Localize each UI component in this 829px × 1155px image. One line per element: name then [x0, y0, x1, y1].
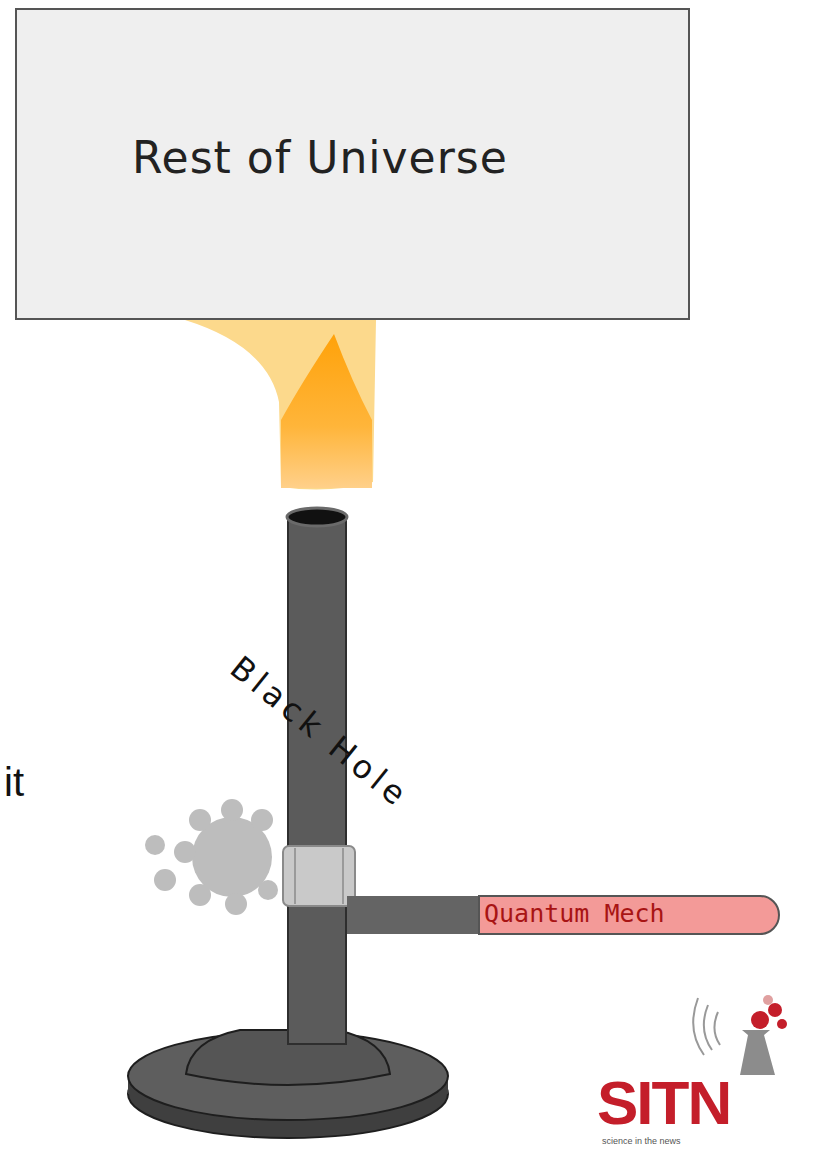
collar-ridge — [294, 848, 296, 904]
logo-tagline: science in the news — [602, 1137, 681, 1146]
collar-ridge — [342, 848, 344, 904]
logo-bubble — [751, 1011, 769, 1029]
node-text: Rest of Universe — [132, 136, 508, 180]
gear-tooth — [154, 869, 176, 891]
logo-bubble — [763, 995, 773, 1005]
logo-signal-arc — [693, 998, 704, 1055]
side-arm-tube — [347, 896, 478, 934]
logo-bubble — [768, 1003, 782, 1017]
burner-barrel: Black Hole — [287, 515, 347, 1045]
node-text: Quantum Mech — [484, 901, 665, 926]
logo-bubble — [777, 1019, 787, 1029]
logo-wordmark: SITN — [597, 1072, 730, 1134]
valve-collar — [283, 846, 355, 906]
gear-tooth — [251, 809, 273, 831]
gear-tooth — [221, 799, 243, 821]
logo-signal-arc — [704, 1005, 712, 1050]
gear-tooth — [189, 809, 211, 831]
sitn-logo-icon — [693, 995, 787, 1075]
universe-box: Rest of Universe — [15, 8, 690, 320]
gas-hose: Quantum Mech — [478, 895, 780, 935]
barrel-opening — [287, 508, 347, 526]
gear-tooth — [258, 880, 278, 900]
gear-tooth — [145, 835, 165, 855]
gear-tooth — [225, 893, 247, 915]
flame-inner — [281, 334, 372, 488]
flame-outer — [185, 320, 376, 490]
text-fragment: it — [4, 762, 24, 802]
gear-tooth — [174, 841, 196, 863]
gear-tooth — [189, 884, 211, 906]
gas-valve-gear — [145, 799, 278, 915]
node-text: Black Hole — [225, 651, 415, 814]
logo-flask — [740, 1030, 775, 1075]
logo-signal-arc — [714, 1012, 720, 1045]
